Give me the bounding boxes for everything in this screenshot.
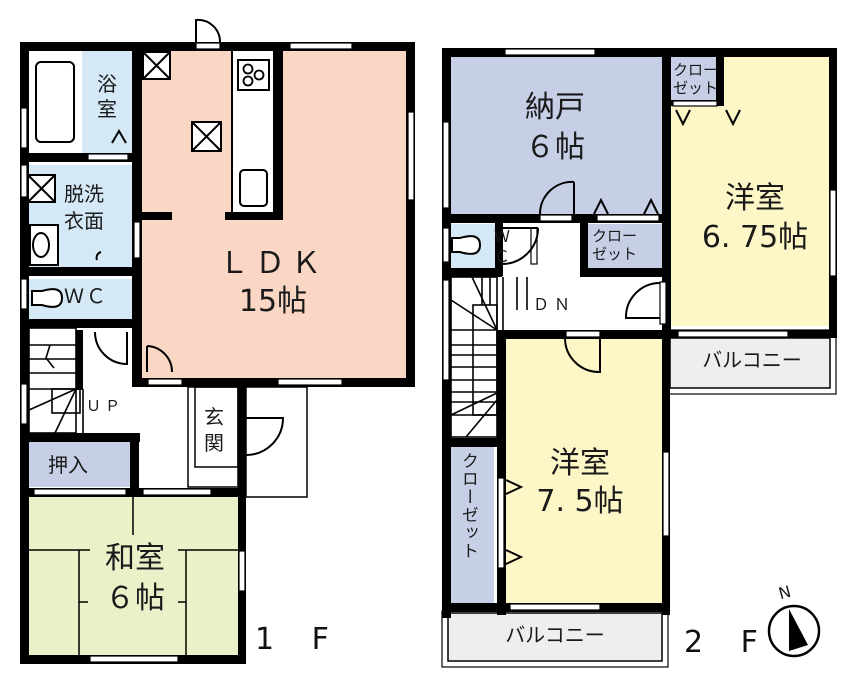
- closet-top-label-line2: ゼット: [673, 79, 719, 97]
- floor-label-2f: 2 F: [684, 625, 772, 660]
- closet-top-label-line1: クロー: [673, 61, 719, 79]
- room-label-washitsu: 和室: [105, 541, 165, 576]
- room-label-ldk: ＬＤＫ: [219, 246, 327, 281]
- balcony-right-label: バルコニー: [702, 348, 802, 372]
- nando-fill: [450, 56, 662, 214]
- closet-mid-fill: [588, 224, 662, 268]
- balcony-right-fill: [669, 337, 831, 389]
- wc2-label-line1: Ｗ: [494, 227, 511, 246]
- closet-mid-label-line2: ゼット: [592, 245, 638, 263]
- compass-icon: [767, 604, 821, 658]
- room-label-washroom-line1: 脱洗: [64, 182, 104, 206]
- floor1-plan: [20, 18, 415, 664]
- room-label-bath: 浴室: [97, 72, 117, 121]
- room-label-oshiire: 押入: [48, 453, 88, 477]
- room-label-nando-size: ６帖: [525, 130, 585, 165]
- room-label-entrance: 玄関: [204, 405, 224, 455]
- youshitsu2-fill: [505, 338, 662, 603]
- balcony-bottom-fill: [447, 612, 663, 662]
- room-label-washroom-line2: 衣面: [64, 209, 104, 233]
- room-label-youshitsu1-size: 6. 75帖: [701, 220, 809, 255]
- room-label-wc: ＷＣ: [64, 284, 108, 308]
- room-label-nando: 納戸: [525, 90, 585, 125]
- balcony-bottom-label: バルコニー: [505, 623, 605, 647]
- stairs-up-label: ＵＰ: [86, 397, 125, 415]
- room-label-youshitsu2: 洋室: [550, 446, 610, 481]
- stairs-down-label: ＤＮ: [533, 295, 576, 314]
- room-label-youshitsu1: 洋室: [725, 181, 785, 216]
- room-label-washitsu-size: ６帖: [105, 581, 165, 616]
- oshiire-fill: [28, 442, 130, 487]
- closet-mid-label-line1: クロー: [592, 227, 638, 245]
- floor-label-1f: 1 F: [255, 622, 343, 657]
- bath-fill: [82, 50, 134, 153]
- closet-vertical-label: クローゼット: [457, 452, 478, 560]
- closet-vert-fill: [450, 446, 494, 603]
- room-label-ldk-size: 15帖: [238, 284, 308, 319]
- floor2-plan: [441, 48, 837, 668]
- room-label-youshitsu2-size: 7. 5帖: [536, 484, 624, 519]
- wc2-label-line2: Ｃ: [494, 247, 511, 266]
